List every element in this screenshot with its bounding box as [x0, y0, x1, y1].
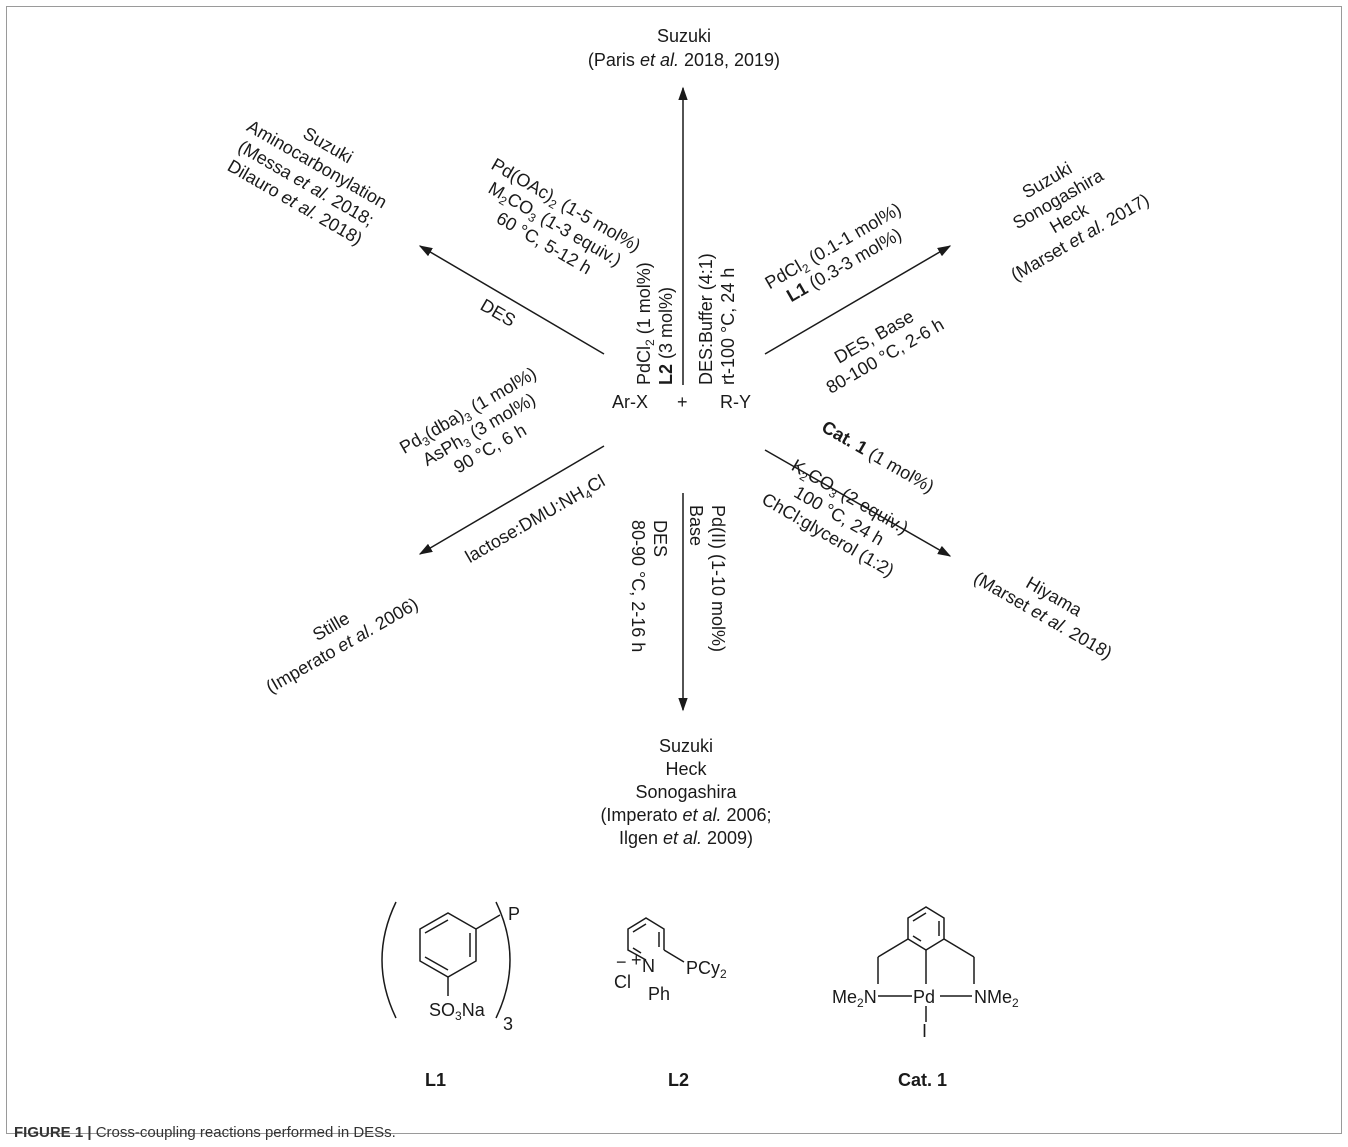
bottom-cond-base: Base	[686, 505, 706, 546]
label-cat1: Cat. 1	[898, 1070, 947, 1090]
cat1-ch2-left	[877, 938, 909, 958]
conditions-lower-left: Pd3(dba)3 (1 mol%) AsPh3 (3 mol%) 90 °C,…	[396, 363, 540, 477]
conditions-lower-right: K2CO3 (2 equiv.) 100 °C, 24 h ChCl:glyce…	[758, 455, 911, 580]
bottom-cond-pdii: Pd(II) (1-10 mol%)	[708, 505, 728, 652]
arrow-lower-right	[764, 449, 952, 557]
conditions-upper-right-below: DES, Base 80-100 °C, 2-6 h	[823, 306, 948, 397]
product-lower-left: Stille (Imperato et al. 2006)	[262, 594, 421, 697]
product-upper-left: Suzuki Aminocarbonylation (Messa et al. …	[224, 116, 390, 249]
lr-cond-cat1: Cat. 1 (1 mol%)	[818, 417, 937, 497]
l1-open-paren	[381, 901, 397, 1019]
cond-pdcl2: PdCl2 (1 mol%)	[634, 262, 657, 385]
arrows	[418, 86, 952, 712]
bottom-title-suzuki: Suzuki	[659, 736, 713, 756]
structure-l1-labels: P SO3Na 3 L1	[425, 904, 520, 1090]
reactant-ry: R-Y	[720, 392, 751, 412]
caption-text: Cross-coupling reactions performed in DE…	[91, 1124, 396, 1141]
l1-close-paren	[495, 901, 511, 1019]
l2-plus-label: +	[631, 950, 642, 970]
product-bottom: Suzuki Heck Sonogashira (Imperato et al.…	[600, 736, 771, 848]
conditions-bottom-right: Pd(II) (1-10 mol%) Base	[686, 505, 728, 652]
l2-double-3	[632, 947, 642, 954]
bottom-cond-des: DES	[650, 520, 670, 557]
l1-so3na-label: SO3Na	[429, 1000, 486, 1023]
l1-double-3	[424, 956, 449, 971]
l2-cl-label: Cl	[614, 972, 631, 992]
l2-minus-label: −	[616, 952, 627, 972]
conditions-top-left: PdCl2 (1 mol%) L2 (3 mol%)	[634, 262, 676, 385]
l1-subscript-3: 3	[503, 1014, 513, 1034]
l1-benzene-ring	[419, 912, 477, 978]
structure-l2	[627, 917, 685, 963]
arrow-lower-left	[418, 445, 605, 555]
plus-sign: +	[677, 392, 688, 412]
reactant-arx: Ar-X	[612, 392, 648, 412]
l2-pcy2-label: PCy2	[686, 958, 727, 981]
top-reference: (Paris et al. 2018, 2019)	[588, 50, 780, 70]
bottom-ref-imperato: (Imperato et al. 2006;	[600, 805, 771, 825]
figure-caption: FIGURE 1 | Cross-coupling reactions perf…	[14, 1124, 396, 1141]
figure-frame	[6, 6, 1342, 1134]
product-upper-right: Suzuki Sonogashira Heck (Marset et al. 2…	[1007, 158, 1152, 285]
conditions-upper-right: PdCl2 (0.1-1 mol%) L1 (0.3-3 mol%)	[761, 199, 904, 306]
l2-pyridine-ring	[627, 917, 665, 961]
structure-cat1	[877, 906, 975, 1022]
arrow-upper-right	[764, 245, 952, 355]
cond-l2: L2 (3 mol%)	[656, 287, 676, 385]
structure-l1	[381, 901, 511, 1019]
reactants: Ar-X + R-Y	[612, 392, 751, 412]
l1-bond-p	[475, 914, 501, 930]
l2-ph-label: Ph	[648, 984, 670, 1004]
structure-cat1-labels: Me2N Pd NMe2 I Cat. 1	[832, 987, 1019, 1090]
product-lower-right: Hiyama (Marset et al. 2018)	[970, 568, 1115, 663]
bottom-ref-ilgen: Ilgen et al. 2009)	[619, 828, 753, 848]
conditions-lower-right-above: Cat. 1 (1 mol%)	[818, 417, 937, 497]
l2-double-1	[632, 923, 647, 933]
bottom-title-heck: Heck	[665, 759, 707, 779]
label-l1: L1	[425, 1070, 446, 1090]
l1-p-label: P	[508, 904, 520, 924]
cat1-double-3	[912, 935, 922, 942]
arrow-upper-left	[418, 245, 605, 355]
l1-double-1	[424, 919, 449, 934]
cat1-nme2-label: NMe2	[974, 987, 1019, 1010]
cat1-i-label: I	[922, 1021, 927, 1041]
l2-n-label: N	[642, 956, 655, 976]
structure-l2-labels: N + − Cl Ph PCy2 L2	[614, 950, 727, 1090]
bottom-cond-temp: 80-90 °C, 2-16 h	[628, 520, 648, 652]
product-top: Suzuki (Paris et al. 2018, 2019)	[588, 26, 780, 70]
cat1-double-1	[912, 912, 927, 922]
label-l2: L2	[668, 1070, 689, 1090]
cat1-ch2-right	[943, 938, 975, 958]
caption-figure-number: FIGURE 1 |	[14, 1124, 92, 1141]
bottom-title-sonogashira: Sonogashira	[635, 782, 737, 802]
conditions-top-right: DES:Buffer (4:1) rt-100 °C, 24 h	[696, 253, 738, 385]
l2-bond-pcy	[663, 949, 685, 963]
conditions-upper-left: Pd(OAc)2 (1-5 mol%) M2CO3 (1-3 equiv.) 6…	[485, 154, 644, 278]
top-title: Suzuki	[657, 26, 711, 46]
cond-temp-top: rt-100 °C, 24 h	[718, 268, 738, 385]
cond-des-buffer: DES:Buffer (4:1)	[696, 253, 716, 385]
cat1-pd-label: Pd	[913, 987, 935, 1007]
conditions-bottom-left: DES 80-90 °C, 2-16 h	[628, 520, 670, 652]
cat1-me2n-label: Me2N	[832, 987, 877, 1010]
